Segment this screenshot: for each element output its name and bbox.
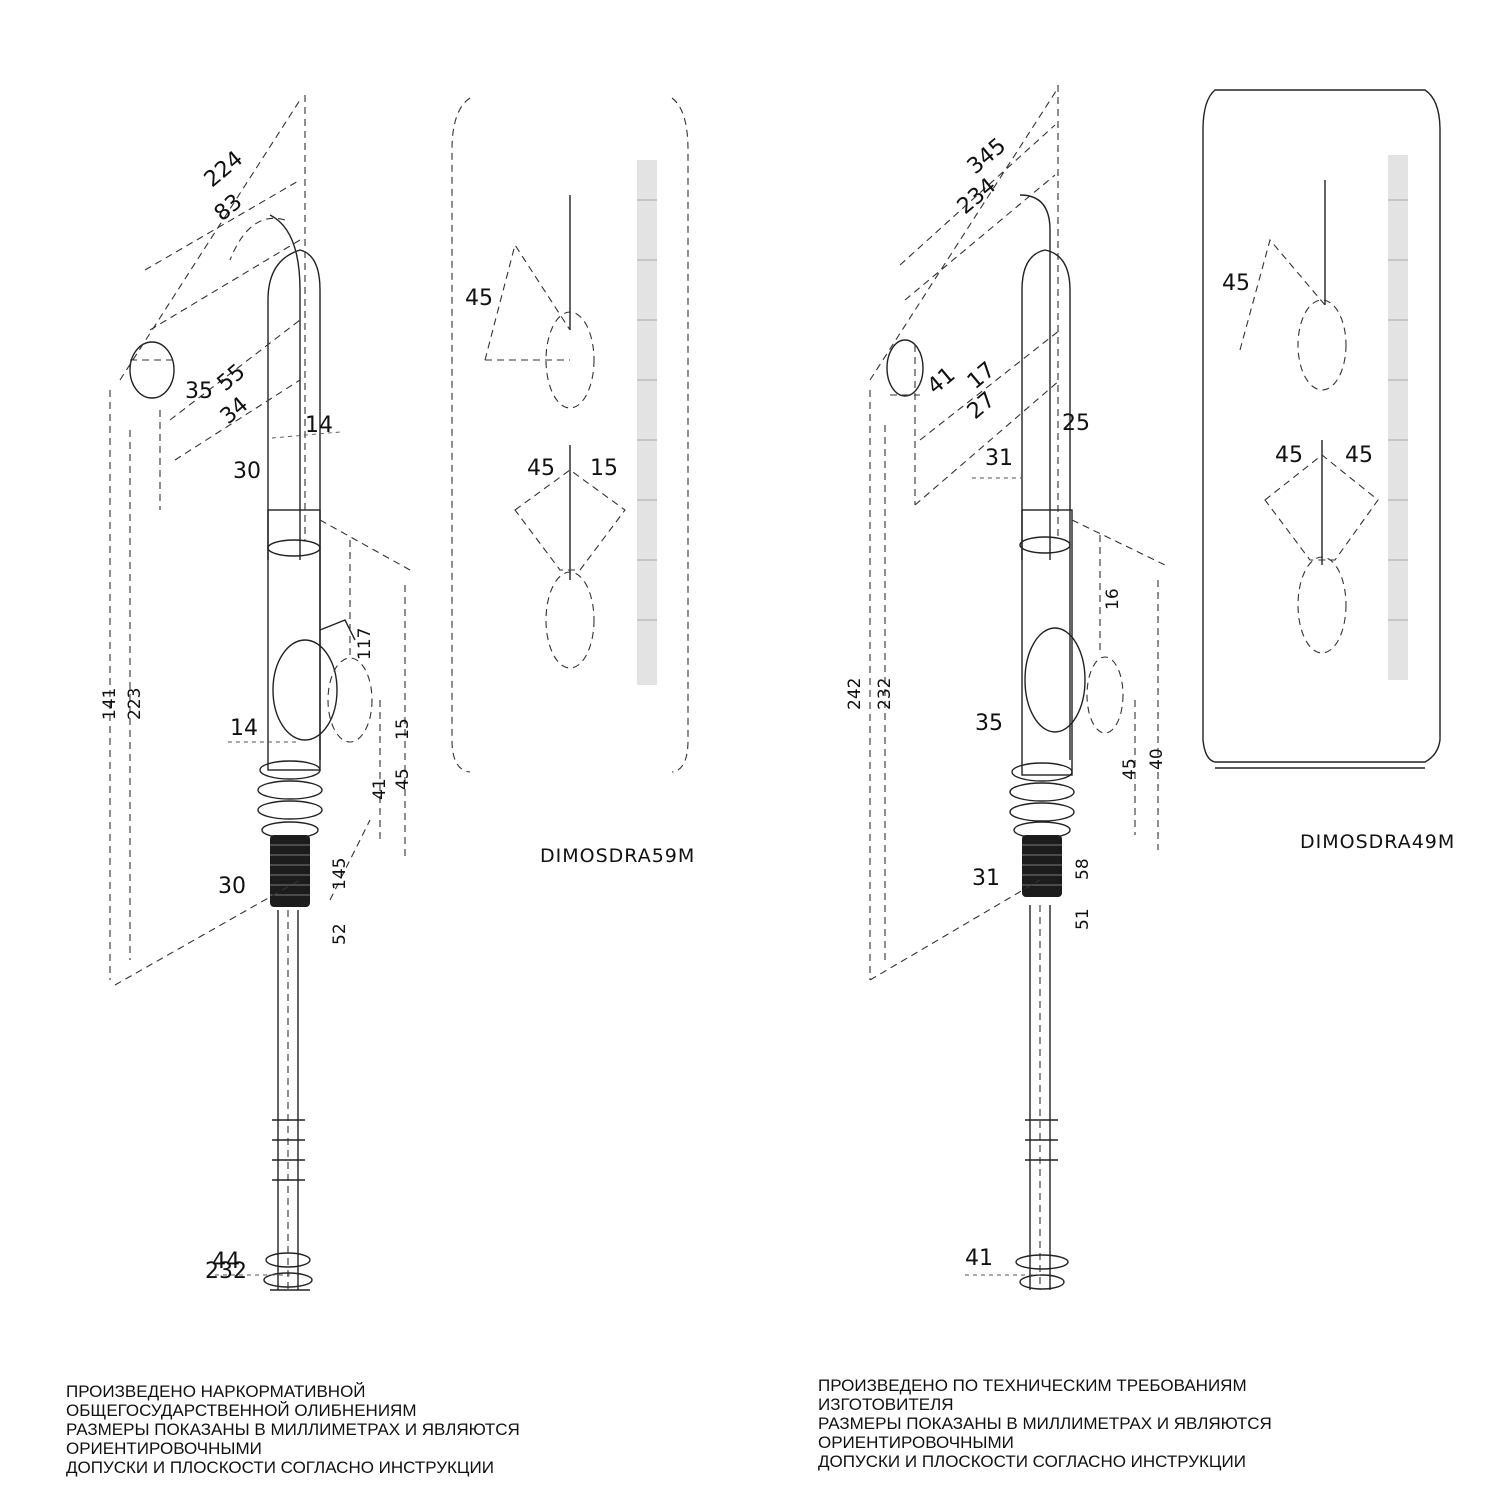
dim-30: 30 <box>233 459 261 484</box>
dim-14-top: 14 <box>305 413 333 438</box>
left-top-view-panel: 45 45 15 DIMOSDRA59M <box>451 97 695 867</box>
dim-45-rot: 45 <box>465 286 493 311</box>
dim-45-swing-right: 45 <box>1275 443 1303 468</box>
dim-45-swing: 45 <box>527 456 555 481</box>
dim-232-right: 232 <box>875 678 895 710</box>
dim-34: 34 <box>216 392 254 429</box>
dim-41-right: 41 <box>923 362 961 399</box>
dim-51: 51 <box>1073 908 1093 930</box>
right-caption: ПРОИЗВЕДЕНО ПО ТЕХНИЧЕСКИМ ТРЕБОВАНИЯМ И… <box>818 1376 1272 1471</box>
dim-40: 40 <box>1147 748 1167 770</box>
dim-45-rot-right: 45 <box>1222 271 1250 296</box>
dim-25: 25 <box>1062 411 1090 436</box>
dim-45-swing-right2: 45 <box>1345 443 1373 468</box>
left-faucet-drawing: 224 83 55 35 34 14 30 14 141 223 117 41 … <box>100 95 413 1291</box>
dim-35-right: 35 <box>975 711 1003 736</box>
dim-83: 83 <box>210 189 248 226</box>
right-top-view-panel: 45 45 45 DIMOSDRA49M <box>1202 89 1455 853</box>
dim-223: 223 <box>125 688 145 720</box>
dim-31: 31 <box>985 446 1013 471</box>
dim-55: 55 <box>213 359 251 396</box>
right-model-label: DIMOSDRA49M <box>1300 831 1455 853</box>
dim-14-mid: 14 <box>230 716 258 741</box>
dim-15-swing: 15 <box>590 456 618 481</box>
dim-45: 45 <box>393 768 413 790</box>
dim-232: 232 <box>205 1259 247 1284</box>
dim-58: 58 <box>1073 858 1093 880</box>
left-model-label: DIMOSDRA59M <box>540 845 695 867</box>
dim-16: 16 <box>1103 588 1123 610</box>
dim-45-right: 45 <box>1120 758 1140 780</box>
dim-141: 141 <box>100 688 120 720</box>
left-caption: ПРОИЗВЕДЕНО НАРКОРМАТИВНОЙ ОБЩЕГОСУДАРСТ… <box>66 1382 520 1477</box>
dim-117: 117 <box>355 628 375 660</box>
dim-30-base: 30 <box>218 874 246 899</box>
dim-52: 52 <box>330 923 350 945</box>
dim-41: 41 <box>370 778 390 800</box>
dim-44: 44 <box>212 1249 240 1274</box>
dim-27: 27 <box>963 387 1001 424</box>
dim-15: 15 <box>393 718 413 740</box>
dim-224: 224 <box>200 146 248 192</box>
dim-41-base: 41 <box>965 1246 993 1271</box>
dim-31-base: 31 <box>972 866 1000 891</box>
right-faucet-drawing: 345 234 17 41 27 25 31 35 242 232 16 45 … <box>845 85 1167 1290</box>
dim-145: 145 <box>330 858 350 890</box>
dim-242: 242 <box>845 678 865 710</box>
dim-35: 35 <box>185 379 213 404</box>
